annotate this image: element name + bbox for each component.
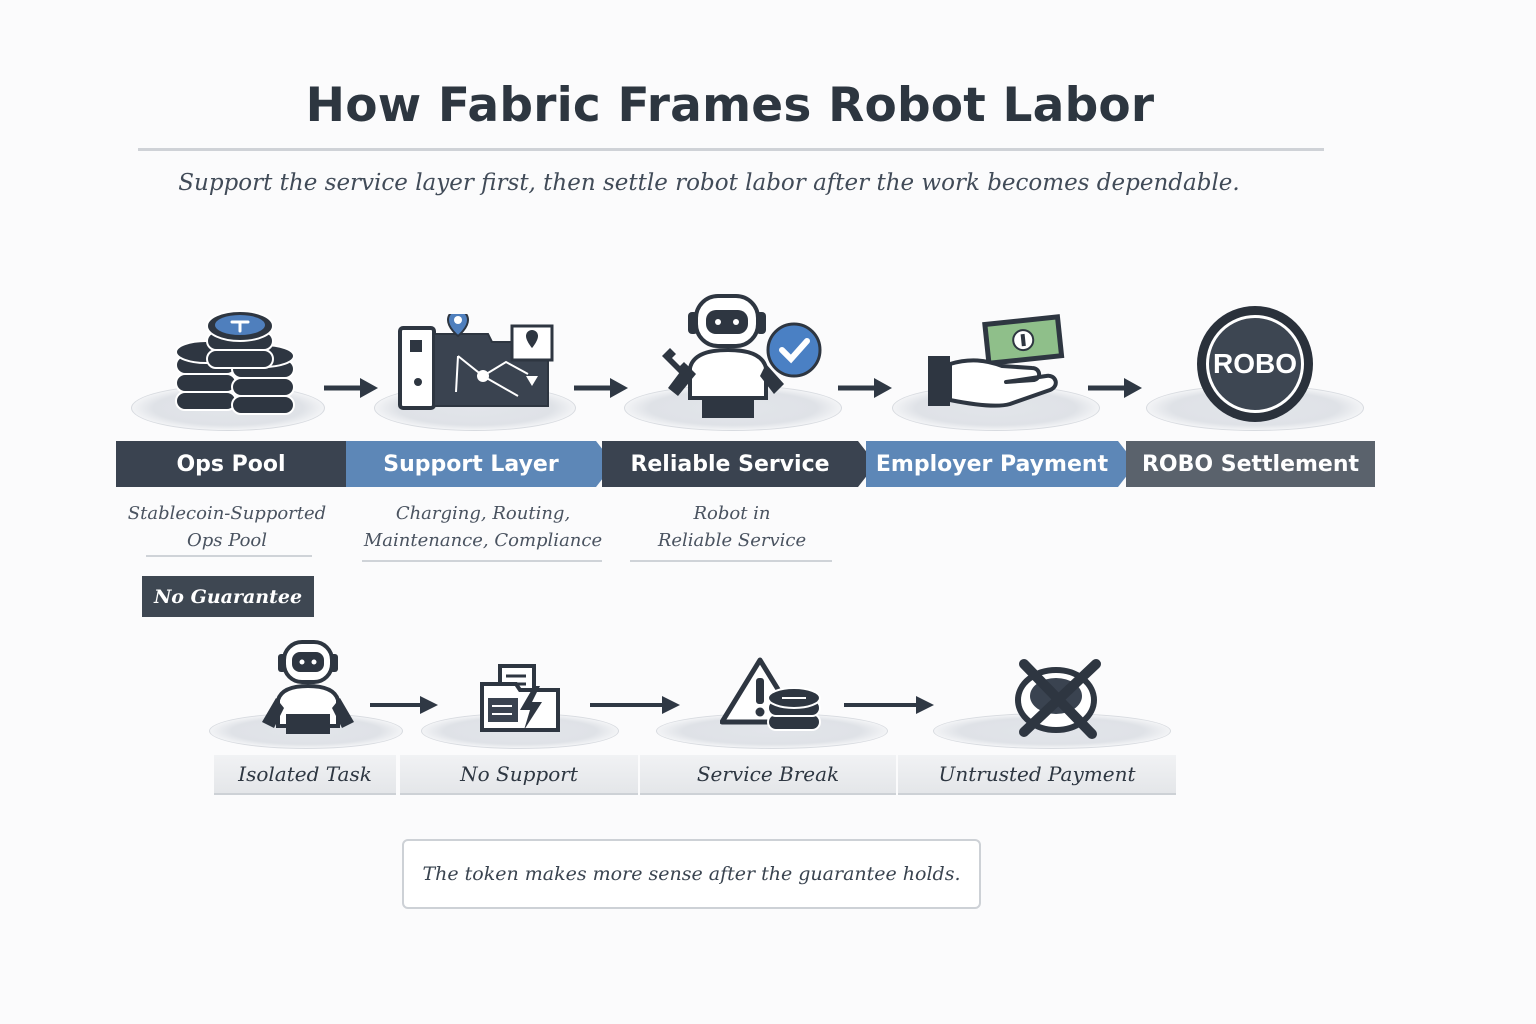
caption-line: Maintenance, Compliance (363, 530, 603, 551)
caption-line: Robot in (693, 503, 771, 524)
page-subtitle: Support the service layer first, then se… (178, 170, 1240, 196)
robo-token-icon: ROBO (1197, 306, 1317, 426)
arrow-right-icon (572, 373, 632, 403)
page-title: How Fabric Frames Robot Labor (305, 78, 1155, 133)
stage-reliable-service: Reliable Service (602, 441, 858, 487)
stage-robo-settlement: ROBO Settlement (1126, 441, 1375, 487)
stage-no-support: No Support (400, 755, 638, 795)
routing-map-icon (388, 309, 558, 418)
crossed-coin-icon (1010, 656, 1106, 744)
footnote-text: The token makes more sense after the gua… (422, 863, 961, 885)
caption-support-layer: Charging, Routing, Maintenance, Complian… (356, 500, 610, 554)
arrow-right-icon (1086, 373, 1146, 403)
footnote-box: The token makes more sense after the gua… (402, 839, 981, 909)
arrow-right-icon (368, 692, 442, 718)
caption-divider (362, 560, 602, 562)
stage-service-break: Service Break (640, 755, 896, 795)
arrow-right-icon (588, 692, 684, 718)
robot-checkmark-icon (656, 294, 826, 426)
stage-untrusted-payment: Untrusted Payment (898, 755, 1176, 795)
stage-ops-pool: Ops Pool (116, 441, 346, 487)
stage-label: Employer Payment (875, 451, 1109, 477)
stage-support-layer: Support Layer (346, 441, 596, 487)
stage-label: Reliable Service (630, 451, 830, 477)
caption-line: Ops Pool (186, 530, 268, 551)
caption-reliable-service: Robot in Reliable Service (622, 500, 842, 554)
coin-stack-icon (170, 302, 300, 426)
no-guarantee-badge: No Guarantee (142, 576, 314, 617)
stage-label: Ops Pool (176, 451, 286, 477)
caption-divider (146, 555, 312, 557)
stage-label: Isolated Task (238, 762, 372, 786)
stage-label: Service Break (696, 762, 840, 786)
stage-label: ROBO Settlement (1141, 451, 1360, 477)
robo-token-label: ROBO (1213, 348, 1297, 379)
arrow-right-icon (836, 373, 896, 403)
title-divider (138, 148, 1324, 151)
caption-ops-pool: Stablecoin-Supported Ops Pool (116, 500, 338, 554)
hand-payment-icon (924, 308, 1074, 416)
pedestal (892, 385, 1100, 431)
robot-icon (256, 640, 360, 742)
broken-document-icon (478, 662, 562, 738)
stage-employer-payment: Employer Payment (866, 441, 1118, 487)
caption-divider (630, 560, 832, 562)
caption-line: Reliable Service (657, 530, 807, 551)
arrow-right-icon (322, 373, 382, 403)
arrow-right-icon (842, 692, 938, 718)
stage-label: Untrusted Payment (938, 762, 1136, 786)
stage-label: No Support (460, 762, 578, 786)
warning-coin-icon (719, 656, 824, 744)
stage-isolated-task: Isolated Task (214, 755, 396, 795)
caption-line: Stablecoin-Supported (127, 503, 327, 524)
caption-line: Charging, Routing, (395, 503, 571, 524)
stage-label: Support Layer (383, 451, 559, 477)
